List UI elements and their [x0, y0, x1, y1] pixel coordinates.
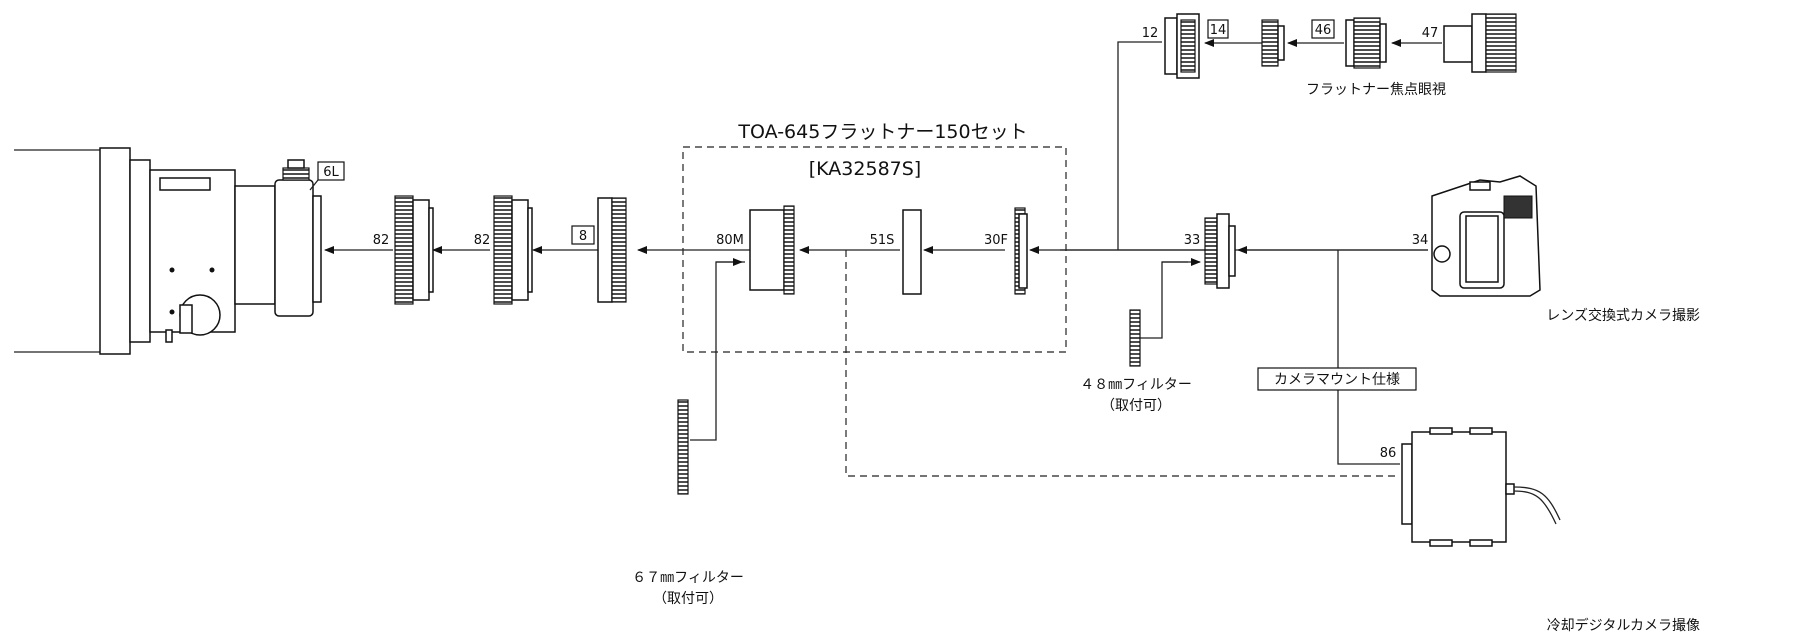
part-12: 12: [1142, 13, 1200, 79]
svg-text:４８㎜フィルター: ４８㎜フィルター: [1080, 377, 1192, 393]
caption-eyepiece: フラットナー焦点眼視: [1306, 82, 1446, 98]
svg-text:8: 8: [579, 229, 587, 244]
svg-text:46: 46: [1315, 23, 1332, 38]
part-82b: 82: [474, 195, 533, 305]
set-title: TOA-645フラットナー150セット: [737, 121, 1027, 143]
camera-mount-branch-line: [1337, 250, 1400, 465]
part-33: 33: [1184, 213, 1236, 289]
part-47-eyepiece: 47: [1422, 13, 1517, 73]
svg-text:33: 33: [1184, 233, 1201, 248]
camera-mount-box: カメラマウント仕様: [1257, 367, 1417, 391]
svg-text:51S: 51S: [870, 233, 895, 248]
filter-48mm: ４８㎜フィルター （取付可）: [1080, 258, 1201, 414]
part-80M: 80M: [716, 205, 795, 295]
svg-text:12: 12: [1142, 26, 1159, 41]
svg-text:82: 82: [474, 233, 491, 248]
eyepiece-branch-line: [1117, 41, 1162, 250]
filter-67mm: ６７㎜フィルター （取付可）: [632, 258, 745, 607]
svg-text:30F: 30F: [984, 233, 1008, 248]
svg-text:６７㎜フィルター: ６７㎜フィルター: [632, 570, 744, 586]
svg-text:34: 34: [1412, 233, 1429, 248]
svg-text:6L: 6L: [323, 165, 339, 180]
svg-text:86: 86: [1380, 446, 1397, 461]
part-51S: 51S: [870, 209, 922, 295]
part-label-6L: 6L: [309, 161, 345, 191]
part-14: 14: [1207, 19, 1285, 67]
caption-camera-lens: レンズ交換式カメラ撮影: [1546, 307, 1700, 324]
telescope-body: [14, 147, 322, 355]
part-8: 8: [571, 197, 627, 303]
part-86-cooled-camera: 86: [1380, 427, 1561, 547]
svg-text:（取付可）: （取付可）: [1101, 398, 1171, 414]
dslr-camera: 34: [1412, 175, 1541, 297]
svg-text:カメラマウント仕様: カメラマウント仕様: [1274, 372, 1400, 388]
part-46: 46: [1311, 17, 1387, 69]
svg-text:82: 82: [373, 233, 390, 248]
caption-cooled-camera: 冷却デジタルカメラ撮像: [1547, 617, 1700, 634]
flattener-set-box: [682, 146, 1067, 353]
part-30F: 30F: [984, 207, 1028, 295]
svg-text:47: 47: [1422, 26, 1439, 41]
svg-text:（取付可）: （取付可）: [653, 591, 723, 607]
part-82a: 82: [373, 195, 434, 305]
svg-text:14: 14: [1210, 23, 1227, 38]
cooled-camera-dashed-path: [845, 250, 1400, 477]
set-code: [KA32587S]: [809, 158, 921, 180]
svg-text:80M: 80M: [716, 233, 744, 248]
